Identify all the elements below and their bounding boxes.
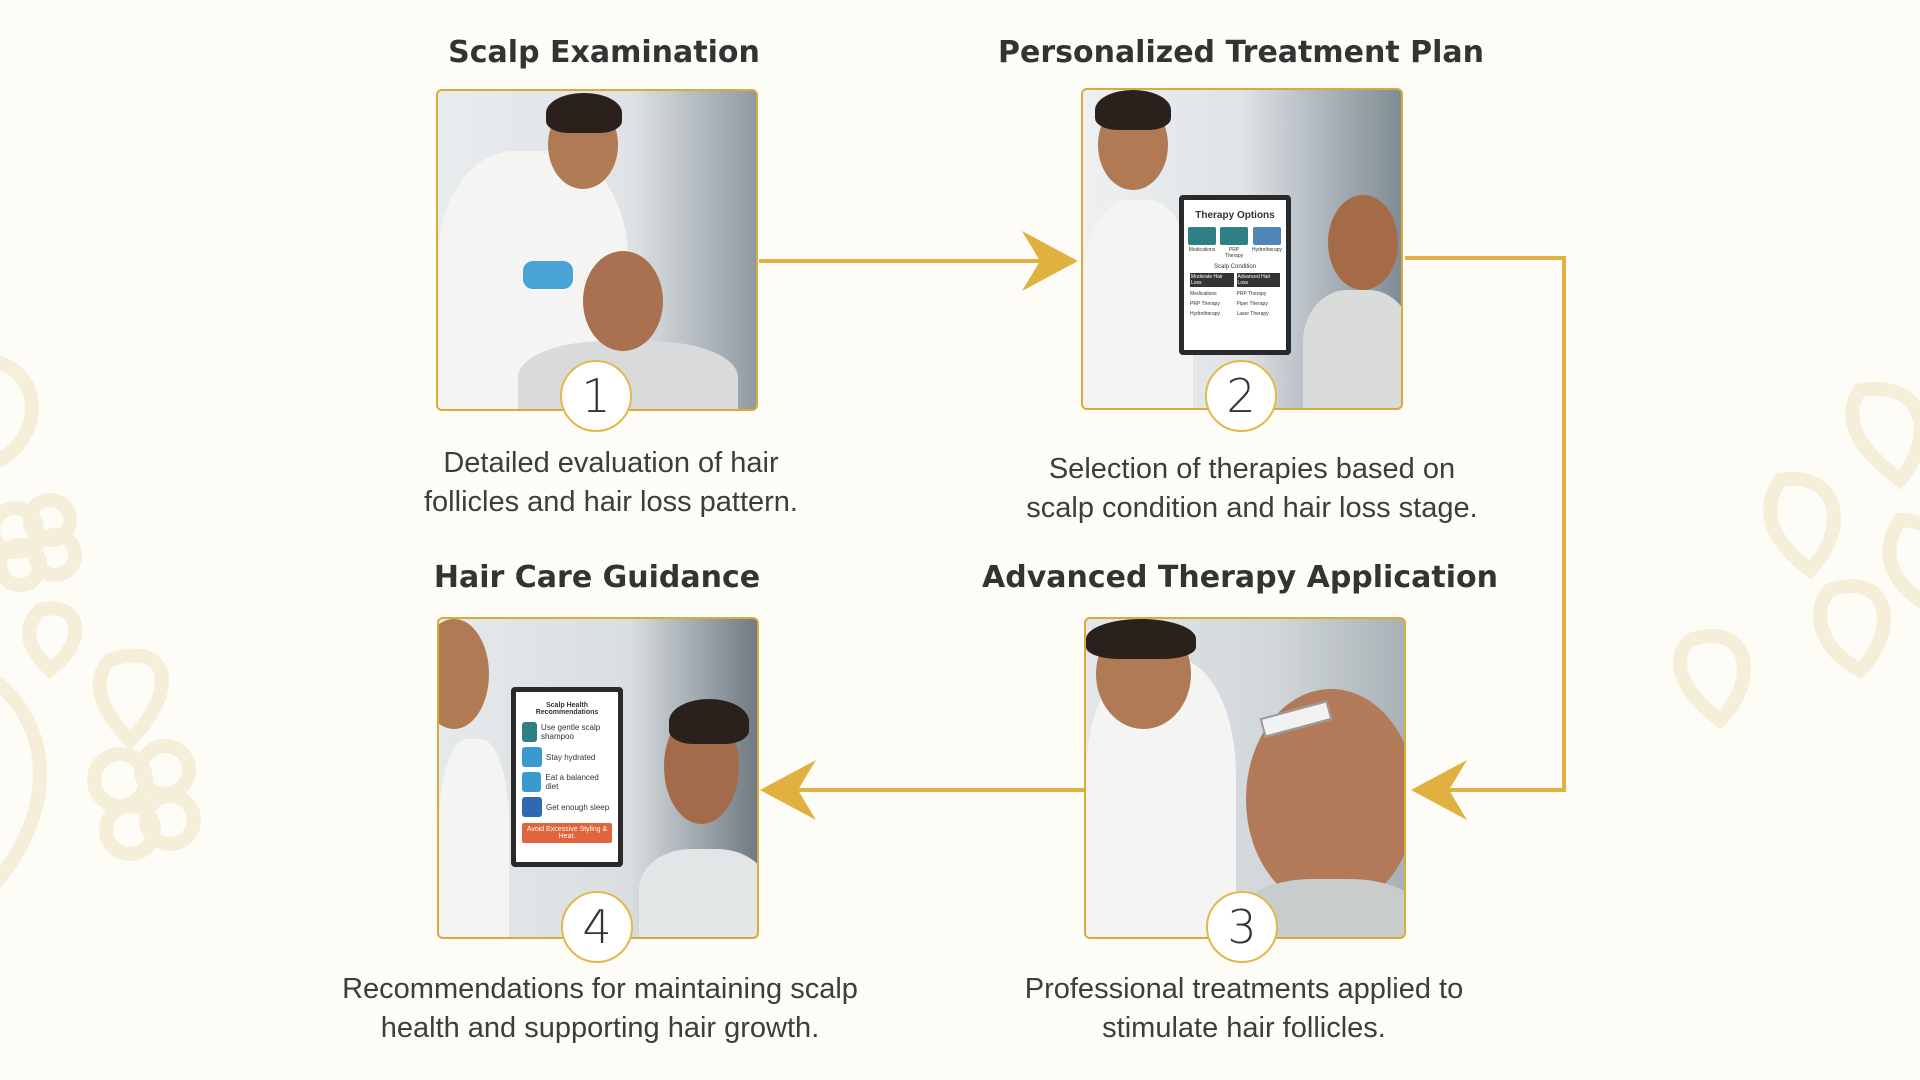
shampoo-icon (522, 722, 538, 742)
list-item: Hydrotherapy (1190, 311, 1221, 317)
step-2-description: Selection of therapies based on scalp co… (932, 450, 1572, 528)
step-3-number-badge: 3 (1206, 891, 1278, 963)
option-label: Medications (1188, 247, 1216, 253)
food-basket-icon (522, 772, 542, 792)
option-label: Hydrotherapy (1252, 247, 1283, 253)
clipboard-title: Therapy Options (1195, 210, 1275, 221)
step-2-photo: Therapy Options Medications PRP Therapy … (1081, 88, 1403, 410)
description-line: Professional treatments applied to (1024, 973, 1464, 1005)
column-header: Advanced Hair Loss (1236, 273, 1280, 287)
therapy-options-clipboard: Therapy Options Medications PRP Therapy … (1179, 195, 1291, 355)
scalp-health-clipboard: Scalp Health Recommendations Use gentle … (511, 687, 623, 867)
list-item: Laser Therapy (1236, 311, 1269, 317)
step-4-description: Recommendations for maintaining scalp he… (280, 970, 920, 1048)
description-line: stimulate hair follicles. (1102, 1012, 1386, 1044)
step-3-title: Advanced Therapy Application (982, 560, 1498, 595)
list-item: Medications (1190, 291, 1217, 297)
connector-2-to-3 (1405, 256, 1566, 792)
step-1-number-badge: 1 (560, 360, 632, 432)
list-item: Get enough sleep (546, 802, 610, 812)
description-line: health and supporting hair growth. (380, 1012, 820, 1044)
clipboard-subtitle: Scalp Condition (1213, 264, 1257, 270)
water-glass-icon (522, 747, 542, 767)
description-line: follicles and hair loss pattern. (424, 486, 798, 518)
arrowhead-left-icon (1411, 760, 1467, 820)
option-label: PRP Therapy (1224, 247, 1244, 259)
list-item: PRP Therapy (1190, 301, 1220, 307)
description-line: Recommendations for maintaining scalp (342, 973, 858, 1005)
step-3-description: Professional treatments applied to stimu… (924, 970, 1564, 1048)
list-item: Use gentle scalp shampoo (541, 723, 601, 741)
step-1-description: Detailed evaluation of hair follicles an… (291, 444, 931, 522)
decorative-flower-left-icon (0, 355, 201, 889)
step-1-title: Scalp Examination (448, 35, 760, 70)
clipboard-title: Scalp Health Recommendations (535, 702, 599, 716)
step-2-number-badge: 2 (1205, 360, 1277, 432)
step-3-photo (1084, 617, 1406, 939)
description-line: scalp condition and hair loss stage. (1026, 492, 1478, 524)
step-4-photo: Scalp Health Recommendations Use gentle … (437, 617, 759, 939)
arrowhead-right-icon (1022, 231, 1078, 291)
step-2-title: Personalized Treatment Plan (997, 35, 1484, 70)
step-4-title: Hair Care Guidance (433, 560, 761, 595)
list-item: PRP Therapy (1236, 291, 1267, 297)
column-header: Moderate Hair Loss (1190, 273, 1234, 287)
arrowhead-left-icon (760, 760, 816, 820)
moon-sleep-icon (522, 797, 542, 817)
warning-banner: Avoid Excessive Styling & Heat. (522, 823, 612, 843)
list-item: Stay hydrated (546, 752, 596, 762)
list-item: Piper Therapy (1236, 301, 1268, 307)
decorative-flower-right-icon (1673, 381, 1920, 730)
description-line: Selection of therapies based on (1048, 453, 1456, 485)
list-item: Eat a balanced diet (545, 773, 599, 791)
step-4-number-badge: 4 (561, 891, 633, 963)
description-line: Detailed evaluation of hair (443, 447, 779, 479)
